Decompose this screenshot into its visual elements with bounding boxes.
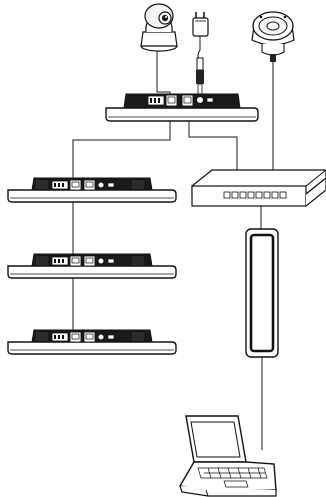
ceiling-speaker-icon <box>251 11 295 62</box>
conference-unit-1 <box>7 177 177 203</box>
network-switch-icon <box>191 169 326 207</box>
laptop-icon <box>178 415 277 497</box>
power-module-icon <box>245 228 279 358</box>
ptz-camera-icon <box>140 3 178 52</box>
conference-unit-2 <box>7 253 177 279</box>
master-conference-unit <box>105 93 259 122</box>
power-adapter-icon <box>192 12 209 95</box>
master-to-slave-cable <box>72 113 171 190</box>
master-to-switch-cable <box>188 113 238 173</box>
connection-lines <box>72 26 274 450</box>
conference-unit-3 <box>7 329 177 355</box>
